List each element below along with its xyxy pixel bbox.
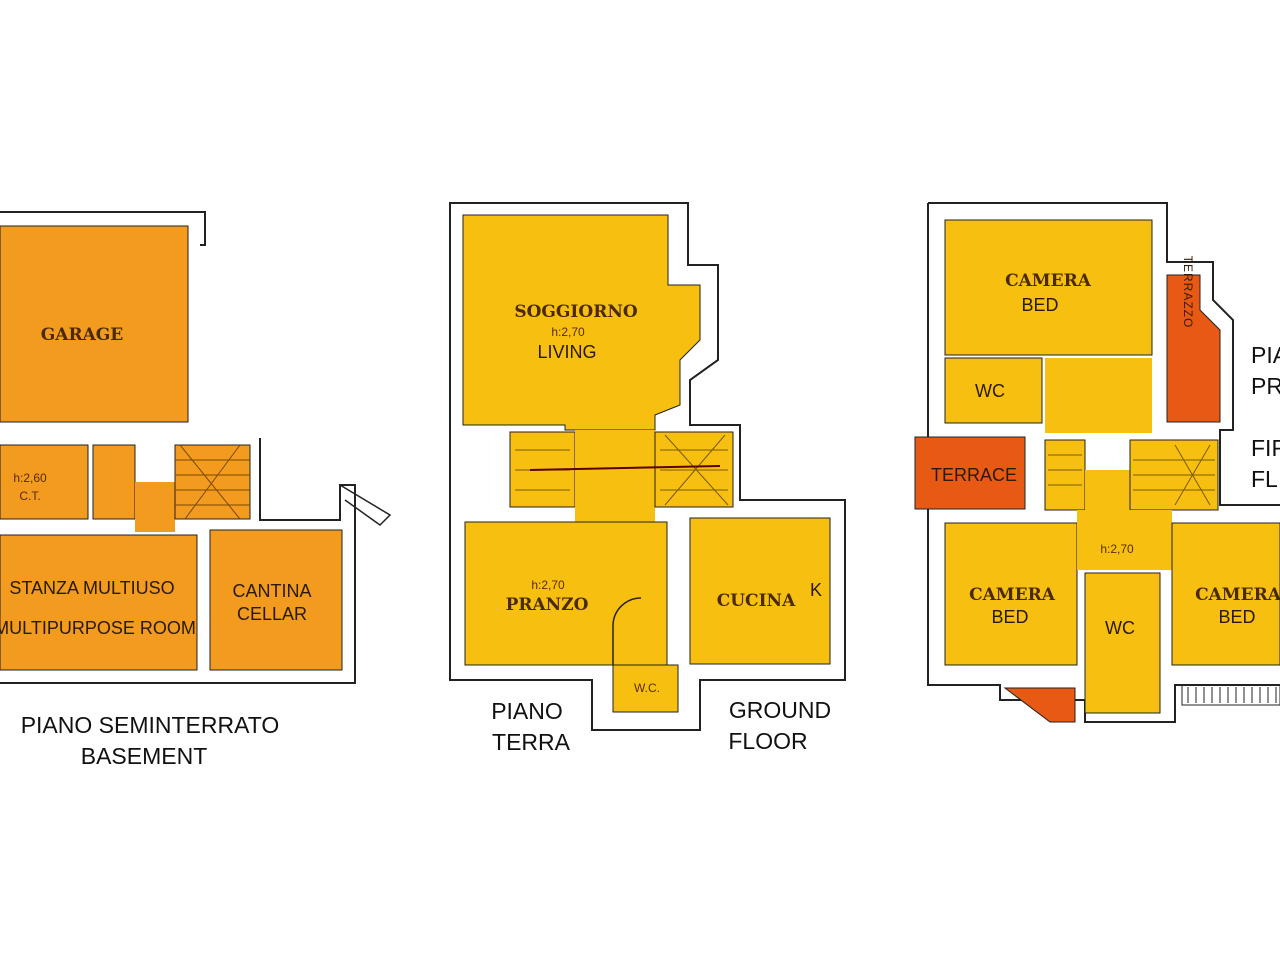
- basement-stair-right: [174, 444, 251, 520]
- terrazzo-side: [1166, 274, 1221, 423]
- ground-caption-it-2: TERRA: [492, 729, 571, 755]
- first-stair-lines: [1048, 444, 1215, 506]
- pranzo-height-label: h:2,70: [531, 578, 565, 592]
- camera-left-room: [944, 522, 1078, 666]
- ct-room: [0, 444, 89, 520]
- ground-section-line: [529, 465, 721, 471]
- basement-caption-en: BASEMENT: [81, 743, 208, 769]
- wc-top-label: WC: [975, 381, 1005, 401]
- ground-wc-label: W.C.: [634, 681, 660, 695]
- wc-mid-room: [1084, 572, 1161, 714]
- pranzo-room: [464, 521, 668, 666]
- cantina-label: CANTINA: [232, 581, 311, 601]
- first-stair-left: [1044, 439, 1086, 511]
- first-hall-mid: [1077, 510, 1172, 570]
- camera-left-label: CAMERA: [969, 585, 1056, 605]
- cellar-label: CELLAR: [237, 604, 307, 624]
- living-label: LIVING: [537, 342, 596, 362]
- camera-right-room: [1171, 522, 1280, 666]
- terrazzo-label: TERRAZZO: [1181, 256, 1195, 329]
- garage-room: [0, 225, 189, 423]
- first-balcony-rail: [1181, 684, 1280, 706]
- multipurpose-room-label: MULTIPURPOSE ROOM: [0, 618, 196, 638]
- ct-height-label: h:2,60: [13, 471, 47, 485]
- first-caption-en-1: FIR: [1251, 435, 1280, 461]
- basement-stair-lines: [175, 444, 250, 520]
- first-small-terrace: [1003, 687, 1076, 723]
- camera-top-label: CAMERA: [1005, 271, 1092, 291]
- wc-top-room: [944, 357, 1043, 424]
- first-caption-en-2: FL: [1251, 466, 1278, 492]
- first-height-label: h:2,70: [1100, 542, 1134, 556]
- soggiorno-room: [462, 214, 701, 431]
- ground-caption-it-1: PIANO: [491, 698, 563, 724]
- terrace-room: [914, 436, 1026, 510]
- first-caption-it-2: PR: [1251, 373, 1280, 399]
- ground-caption-en-2: FLOOR: [728, 728, 807, 754]
- ground-outer-wall: [449, 202, 846, 731]
- balcony-rail-lines: [1187, 687, 1277, 703]
- bed-left-label: BED: [991, 607, 1028, 627]
- ground-floor-plan: SOGGIORNO h:2,70 LIVING h:2,70 PRANZO CU…: [449, 202, 846, 755]
- first-hall-top: [1045, 358, 1152, 433]
- ground-hall: [575, 430, 655, 525]
- terrace-label: TERRACE: [931, 465, 1017, 485]
- cucina-label: CUCINA: [717, 591, 796, 611]
- cucina-room: [689, 517, 831, 665]
- stanza-multiuso-label: STANZA MULTIUSO: [9, 578, 174, 598]
- basement-stair-left: [92, 444, 136, 520]
- ground-wc-room: [612, 664, 679, 713]
- first-caption-it-1: PIA: [1251, 342, 1280, 368]
- basement-plan: GARAGE h:2,60 C.T. STANZA MULTIUSO MULTI…: [0, 211, 392, 769]
- soggiorno-height-label: h:2,70: [551, 325, 585, 339]
- kitchen-mark: K: [810, 580, 822, 600]
- ct-label: C.T.: [19, 489, 40, 503]
- camera-top-room: [944, 219, 1153, 356]
- first-floor-plan: CAMERA BED WC TERRAZZO TERRACE h:2,70 CA…: [914, 202, 1280, 723]
- basement-ramp: [339, 484, 392, 526]
- wc-mid-label: WC: [1105, 618, 1135, 638]
- camera-right-label: CAMERA: [1195, 585, 1280, 605]
- cantina-room: [209, 529, 343, 671]
- basement-hall: [135, 482, 175, 532]
- bed-right-label: BED: [1218, 607, 1255, 627]
- ground-caption-en-1: GROUND: [729, 697, 831, 723]
- wc-door-arc: [612, 597, 642, 665]
- bed-top-label: BED: [1021, 295, 1058, 315]
- soggiorno-label: SOGGIORNO: [514, 302, 638, 322]
- basement-caption-it: PIANO SEMINTERRATO: [21, 712, 280, 738]
- pranzo-label: PRANZO: [506, 595, 589, 615]
- garage-label: GARAGE: [41, 325, 124, 345]
- stanza-multiuso-room: [0, 534, 198, 671]
